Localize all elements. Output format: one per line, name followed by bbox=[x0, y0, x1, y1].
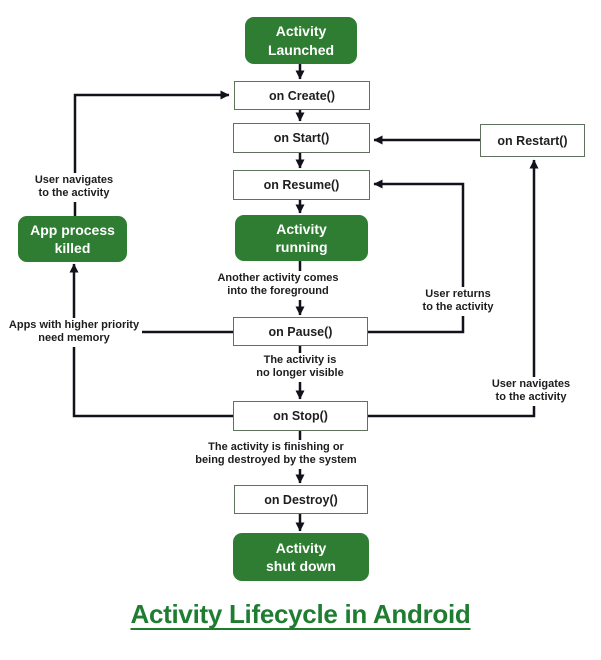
label-line: Another activity comes bbox=[217, 272, 339, 284]
node-label-line: running bbox=[275, 239, 328, 255]
node-label: on Start() bbox=[273, 131, 330, 145]
page-title: Activity Lifecycle in Android bbox=[130, 599, 471, 629]
label-line: User returns bbox=[425, 288, 491, 300]
label-finishing-destroyed: The activity is finishing or being destr… bbox=[181, 440, 371, 469]
node-label: on Resume() bbox=[263, 178, 340, 192]
label-line: User navigates bbox=[34, 174, 114, 186]
node-on-pause: on Pause() bbox=[233, 317, 368, 346]
node-label: on Create() bbox=[269, 88, 335, 103]
label-line: into the foreground bbox=[227, 285, 329, 298]
label-user-returns: User returns to the activity bbox=[414, 287, 502, 316]
node-label: on Restart() bbox=[497, 133, 568, 148]
node-label-line: Activity bbox=[275, 539, 327, 556]
node-on-create: on Create() bbox=[234, 81, 370, 110]
node-on-restart: on Restart() bbox=[480, 124, 585, 157]
title-container: Activity Lifecycle in Android bbox=[0, 599, 601, 630]
label-line: being destroyed by the system bbox=[195, 454, 357, 467]
label-apps-higher-priority: Apps with higher priority need memory bbox=[6, 318, 142, 347]
node-label-line: Activity bbox=[276, 220, 327, 237]
label-line: to the activity bbox=[422, 301, 494, 314]
node-on-stop: on Stop() bbox=[233, 401, 368, 431]
node-activity-running: Activity running bbox=[235, 215, 368, 261]
node-label-line: killed bbox=[54, 240, 91, 256]
node-on-destroy: on Destroy() bbox=[234, 485, 368, 514]
node-app-process-killed: App process killed bbox=[18, 216, 127, 262]
label-no-longer-visible: The activity is no longer visible bbox=[244, 353, 356, 382]
label-line: User navigates bbox=[491, 378, 571, 390]
label-line: The activity is bbox=[263, 354, 337, 366]
node-activity-shut-down: Activity shut down bbox=[233, 533, 369, 581]
node-label: on Pause() bbox=[268, 324, 333, 339]
label-line: The activity is finishing or bbox=[208, 441, 344, 453]
label-line: need memory bbox=[38, 332, 110, 345]
label-user-navigates-left: User navigates to the activity bbox=[26, 173, 122, 202]
node-label-line: shut down bbox=[266, 558, 336, 574]
label-line: to the activity bbox=[495, 391, 567, 404]
node-label: on Stop() bbox=[273, 409, 328, 423]
label-line: no longer visible bbox=[256, 367, 344, 380]
node-label: on Destroy() bbox=[264, 492, 338, 507]
node-on-start: on Start() bbox=[233, 123, 370, 153]
label-another-activity-foreground: Another activity comes into the foregrou… bbox=[206, 271, 350, 300]
node-label-line: App process bbox=[30, 221, 115, 238]
label-line: Apps with higher priority bbox=[8, 319, 140, 331]
node-label-line: Launched bbox=[267, 41, 335, 58]
node-on-resume: on Resume() bbox=[233, 170, 370, 200]
node-label-line: Activity bbox=[275, 23, 327, 40]
label-user-navigates-right: User navigates to the activity bbox=[483, 377, 579, 406]
label-line: to the activity bbox=[38, 187, 110, 200]
node-activity-launched: Activity Launched bbox=[245, 17, 357, 64]
